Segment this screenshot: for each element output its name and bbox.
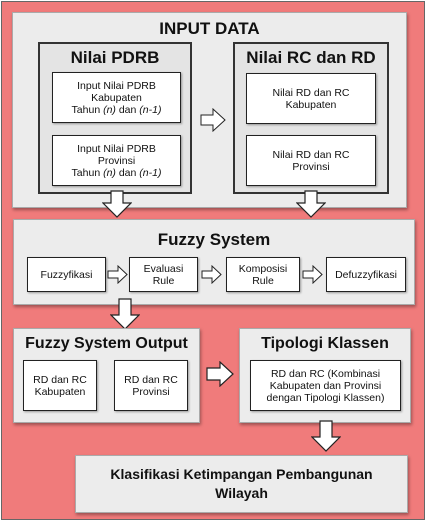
step-komposisi-rule: Komposisi Rule [226, 257, 300, 292]
rdrc-provinsi-text: Nilai RD dan RC Provinsi [272, 148, 350, 173]
nilai-pdrb-title: Nilai PDRB [70, 48, 160, 67]
input-pdrb-provinsi-box: Input Nilai PDRB Provinsi Tahun (n) dan … [52, 135, 181, 186]
arrow-tipologi-down [311, 420, 341, 452]
klasifikasi-panel: Klasifikasi Ketimpangan Pembangunan Wila… [75, 455, 408, 513]
output-provinsi-text: RD dan RC Provinsi [124, 373, 178, 398]
pdrb-kab-line1: Input Nilai PDRB [77, 79, 156, 92]
arrow-step-3-4 [302, 265, 323, 284]
pdrb-prov-line2: Provinsi [97, 154, 136, 167]
fuzzy-output-title: Fuzzy System Output [25, 335, 188, 352]
rdrc-provinsi-box: Nilai RD dan RC Provinsi [246, 135, 376, 186]
step-fuzzyfikasi-label: Fuzzyfikasi [40, 268, 93, 281]
pdrb-prov-line1: Input Nilai PDRB [77, 142, 156, 155]
step-defuzzyfikasi: Defuzzyfikasi [326, 257, 406, 292]
step-evaluasi-rule: Evaluasi Rule [129, 257, 198, 292]
rdrc-kabupaten-box: Nilai RD dan RC Kabupaten [246, 73, 376, 124]
arrow-rcrd-down [296, 190, 326, 218]
arrow-pdrb-down [102, 190, 132, 218]
pdrb-prov-line3: Tahun (n) dan (n-1) [71, 166, 162, 179]
step-evaluasi-rule-label: Evaluasi Rule [143, 262, 184, 287]
input-data-title: INPUT DATA [159, 19, 260, 38]
input-pdrb-kabupaten-box: Input Nilai PDRB Kabupaten Tahun (n) dan… [52, 72, 181, 123]
output-kabupaten-text: RD dan RC Kabupaten [33, 373, 87, 398]
step-fuzzyfikasi: Fuzzyfikasi [27, 257, 106, 292]
step-defuzzyfikasi-label: Defuzzyfikasi [335, 268, 397, 281]
arrow-output-to-tipologi [206, 361, 234, 387]
output-kabupaten-box: RD dan RC Kabupaten [23, 360, 97, 411]
klasifikasi-title: Klasifikasi Ketimpangan Pembangunan Wila… [110, 466, 373, 501]
fuzzy-system-title: Fuzzy System [157, 230, 271, 249]
output-provinsi-box: RD dan RC Provinsi [114, 360, 188, 411]
pdrb-kab-line3: Tahun (n) dan (n-1) [71, 103, 162, 116]
tipologi-desc-box: RD dan RC (Kombinasi Kabupaten dan Provi… [250, 360, 401, 411]
arrow-fuzzy-down [110, 298, 140, 330]
arrow-step-1-2 [107, 265, 128, 284]
arrow-step-2-3 [201, 265, 222, 284]
step-komposisi-rule-label: Komposisi Rule [238, 262, 288, 287]
nilai-rcrd-title: Nilai RC dan RD [246, 48, 376, 67]
pdrb-kab-line2: Kabupaten [91, 91, 142, 104]
tipologi-desc-text: RD dan RC (Kombinasi Kabupaten dan Provi… [266, 367, 385, 404]
rdrc-kabupaten-text: Nilai RD dan RC Kabupaten [272, 86, 350, 111]
tipologi-klassen-title: Tipologi Klassen [261, 335, 389, 352]
arrow-pdrb-to-rcrd [200, 108, 226, 132]
